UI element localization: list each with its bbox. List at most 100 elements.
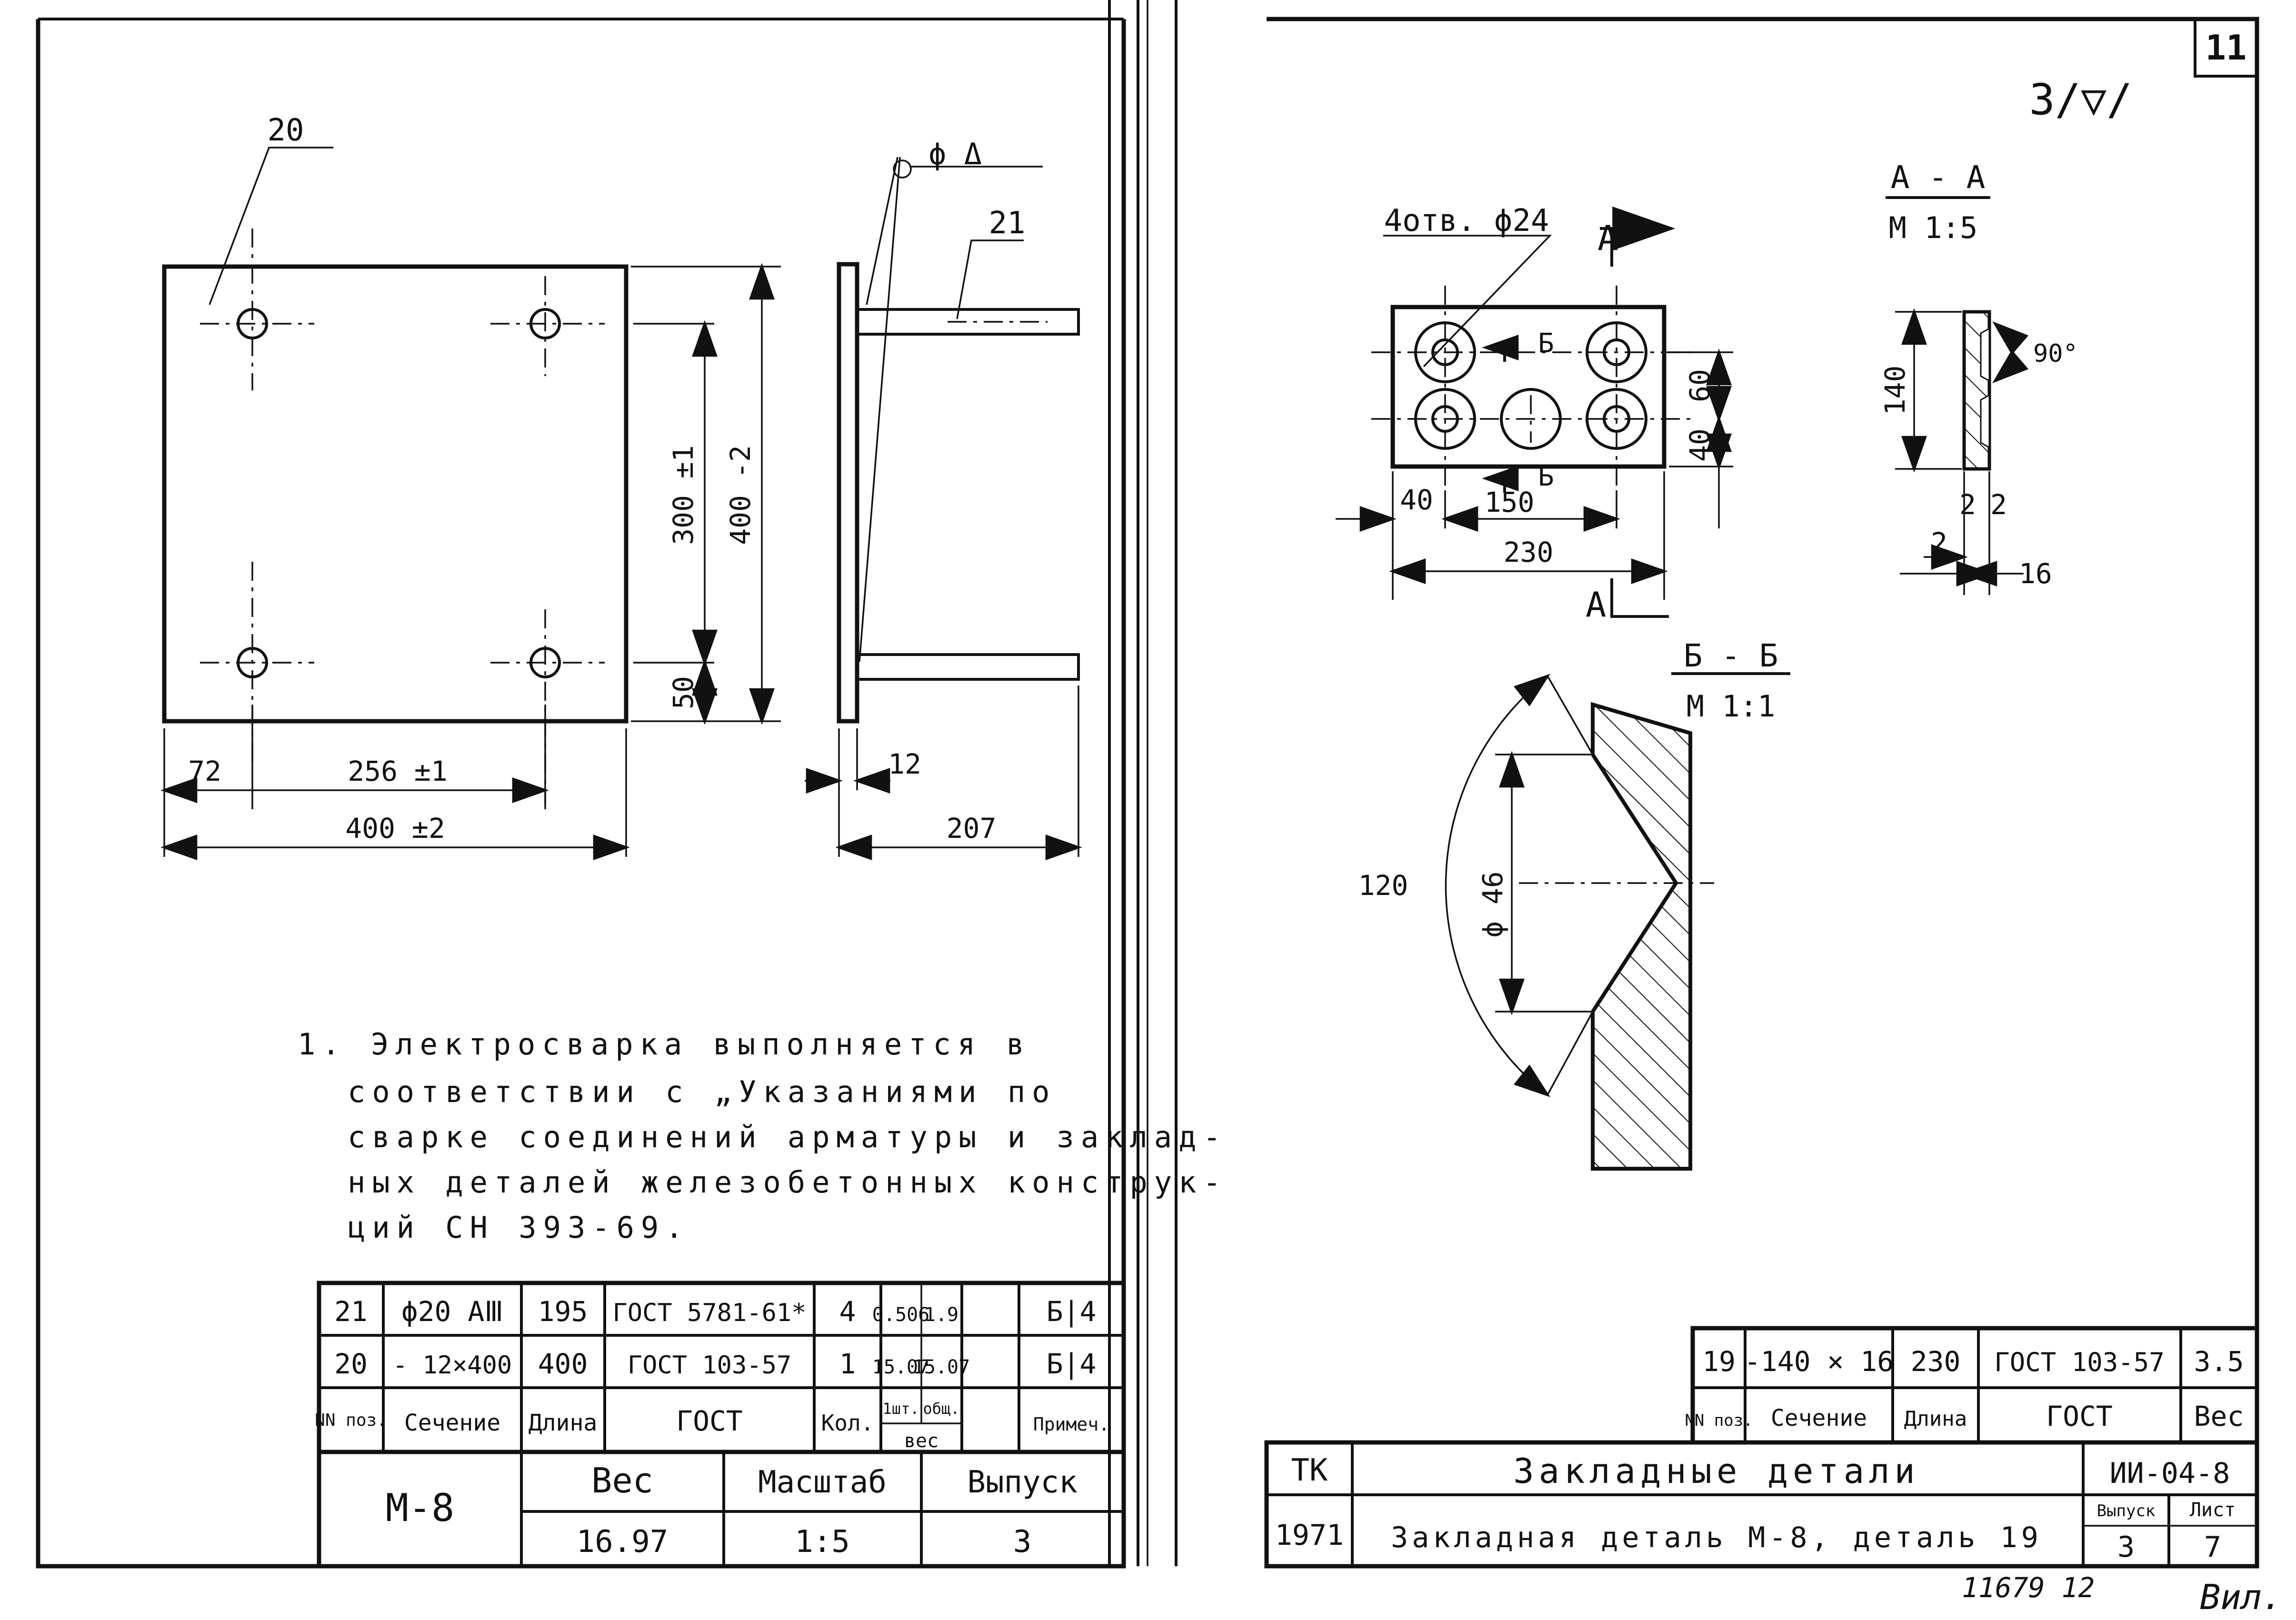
stamp-scale-label: Масштаб xyxy=(758,1465,887,1500)
cut-a-bottom: А xyxy=(1586,585,1606,625)
title-block xyxy=(1264,1440,2259,1569)
stamp-issue: 3 xyxy=(1013,1524,1032,1560)
spec-cell: 15.07 xyxy=(872,1356,929,1378)
spec-cell: ГОСТ 103-57 xyxy=(628,1351,791,1380)
document-subtitle: Закладная деталь М-8, деталь 19 xyxy=(1391,1521,2042,1554)
note-line: ных деталей железобетонных конструк- xyxy=(348,1165,1228,1200)
spec-cell: 1 xyxy=(839,1348,856,1380)
dim-12: 12 xyxy=(888,748,921,780)
weld-symbol: ϕ Δ xyxy=(928,137,982,171)
header-qty: Кол. xyxy=(821,1410,874,1436)
header-pos: NN поз. xyxy=(315,1411,387,1430)
right-frame xyxy=(1267,17,2259,1569)
header-total: общ. xyxy=(923,1400,959,1418)
spec-cell: Б|4 xyxy=(1047,1348,1097,1380)
header-weight: Вес xyxy=(2194,1400,2244,1432)
dim-16: 16 xyxy=(2019,557,2052,590)
stamp-weight-label: Вес xyxy=(591,1461,653,1501)
spec-cell: 19 xyxy=(1702,1345,1736,1378)
note-line: сварке соединений арматуры и заклад- xyxy=(348,1120,1228,1154)
section-a-a xyxy=(1886,196,2029,595)
cut-b-top: Б xyxy=(1538,328,1554,359)
position-label-20: 20 xyxy=(267,113,304,148)
spec-cell: 0.506 xyxy=(872,1304,929,1326)
issue-number: 3 xyxy=(2117,1531,2135,1564)
spec-cell: Б|4 xyxy=(1047,1295,1097,1328)
dim-256: 256 ±1 xyxy=(348,755,448,787)
dim-140: 140 xyxy=(1879,366,1911,416)
dim-phi-46: ϕ 46 xyxy=(1477,871,1509,938)
sheet-label: Лист xyxy=(2190,1499,2236,1521)
spec-cell: 230 xyxy=(1911,1345,1961,1378)
header-weight: вес xyxy=(904,1430,938,1452)
cut-b-bottom: Б xyxy=(1538,461,1554,492)
document-title: Закладные детали xyxy=(1513,1451,1920,1491)
archive-number: 11679 12 xyxy=(1962,1571,2095,1604)
series-code: ИИ-04-8 xyxy=(2110,1457,2230,1490)
signature: Вил. xyxy=(2200,1577,2282,1617)
spec-cell: 21 xyxy=(334,1295,368,1328)
dim-40-horizontal: 40 xyxy=(1400,484,1433,516)
plate-plan-view xyxy=(162,147,629,805)
dim-150: 150 xyxy=(1485,486,1535,518)
spec-cell: ϕ20 AⅢ xyxy=(401,1295,504,1328)
dim-400-horizontal: 400 ±2 xyxy=(345,812,445,845)
position-label-21: 21 xyxy=(988,206,1025,241)
left-spec-table xyxy=(317,1281,1126,1569)
dim-230: 230 xyxy=(1504,536,1554,568)
sheet-value: 7 xyxy=(2204,1531,2221,1564)
stamp-issue-label: Выпуск xyxy=(967,1465,1077,1500)
note-line: ций СН 393-69. xyxy=(348,1210,690,1245)
header-one: 1шт. xyxy=(882,1400,919,1418)
header-section: Сечение xyxy=(1771,1405,1867,1431)
section-b-b xyxy=(1445,672,1790,1171)
spec-cell: - 12×400 xyxy=(393,1351,512,1380)
cut-a-top: А xyxy=(1597,218,1618,258)
dim-400-vertical: 400 -2 xyxy=(724,445,757,545)
header-gost: ГОСТ xyxy=(676,1405,743,1437)
dim-300: 300 ±1 xyxy=(667,445,699,545)
plate-side-view xyxy=(805,157,1082,860)
dim-120: 120 xyxy=(1358,869,1408,902)
dim-207: 207 xyxy=(947,812,997,845)
stamp-scale: 1:5 xyxy=(795,1524,850,1560)
dim-2c: 2 xyxy=(1931,527,1947,559)
section-bb-scale: М 1:1 xyxy=(1687,689,1776,724)
spec-cell: 400 xyxy=(538,1348,588,1380)
spec-cell: -140 × 16 xyxy=(1744,1345,1894,1378)
dim-2a: 2 xyxy=(1959,488,1976,521)
stamp-mark: М-8 xyxy=(386,1486,455,1530)
left-spec-rows: 21 ϕ20 AⅢ 195 ГОСТ 5781-61* 4 0.506 1.9 … xyxy=(315,1295,1109,1560)
section-aa-scale: М 1:5 xyxy=(1889,210,1978,245)
right-spec-rows: 19 -140 × 16 230 ГОСТ 103-57 3.5 NN поз.… xyxy=(1685,1345,2244,1432)
stamp-weight: 16.97 xyxy=(577,1524,669,1560)
plan-dimensions xyxy=(160,263,781,860)
issue-label: Выпуск xyxy=(2097,1501,2156,1521)
spec-cell: 15.07 xyxy=(913,1356,970,1378)
year: 1971 xyxy=(1275,1519,1344,1552)
section-bb-title: Б - Б xyxy=(1684,637,1778,674)
roughness-symbol: 3/▽/ xyxy=(2029,75,2133,125)
dim-2b: 2 xyxy=(1990,488,2007,521)
dim-72: 72 xyxy=(188,755,221,787)
note-line: соответствии с „Указаниями по xyxy=(348,1074,1057,1109)
title-block-text: ТК 1971 Закладные детали Закладная детал… xyxy=(1275,1451,2236,1564)
dim-50: 50 xyxy=(667,676,699,709)
header-section: Сечение xyxy=(404,1410,500,1436)
dim-60: 60 xyxy=(1684,369,1716,402)
spec-cell: 195 xyxy=(538,1295,588,1328)
note-line: 1. Электросварка выполняется в xyxy=(298,1027,1031,1062)
spec-cell: 3.5 xyxy=(2194,1345,2244,1378)
binding-gap xyxy=(1108,0,1178,1566)
header-pos: NN поз. xyxy=(1685,1411,1753,1430)
tk-label: ТК xyxy=(1291,1453,1328,1488)
header-gost: ГОСТ xyxy=(2046,1400,2113,1432)
section-aa-title: А - А xyxy=(1891,159,1986,196)
detail-19-plan xyxy=(1336,206,1733,618)
spec-cell: 1.9 xyxy=(924,1304,958,1326)
dim-40-vertical: 40 xyxy=(1684,428,1716,462)
spec-cell: 4 xyxy=(839,1295,856,1328)
angle-90: 90° xyxy=(2033,339,2078,368)
spec-cell: ГОСТ 103-57 xyxy=(1994,1347,2165,1377)
